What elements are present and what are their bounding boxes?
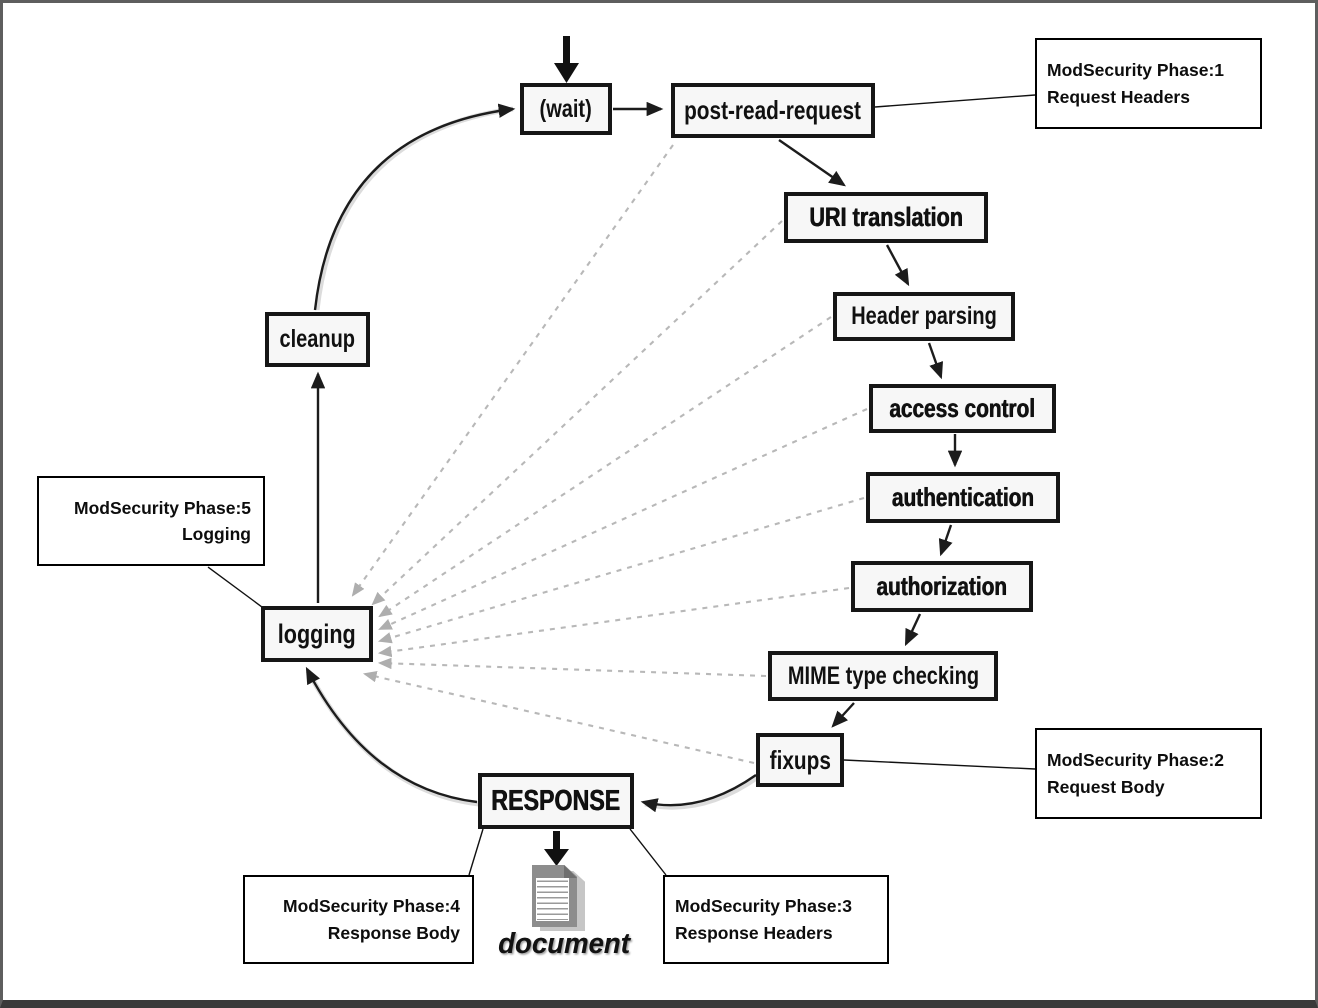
callout-phase-4-title: ModSecurity Phase:4 <box>283 896 460 917</box>
node-access-control: access control <box>869 384 1056 433</box>
node-authorization: authorization <box>851 561 1033 612</box>
node-authentication-label: authentication <box>891 482 1035 512</box>
node-logging: logging <box>261 606 373 662</box>
callout-phase-5-title: ModSecurity Phase:5 <box>74 497 251 518</box>
node-uri-translation-label: URI translation <box>809 202 963 232</box>
callout-phase-3-title: ModSecurity Phase:3 <box>675 896 852 917</box>
node-fixups: fixups <box>756 733 844 787</box>
callout-modsecurity-phase-4: ModSecurity Phase:4 Response Body <box>243 875 474 964</box>
node-post-read-request: post-read-request <box>671 83 875 138</box>
node-response-label: RESPONSE <box>491 784 621 817</box>
callout-phase-4-subtitle: Response Body <box>327 922 460 943</box>
node-header-parsing: Header parsing <box>833 292 1015 341</box>
callout-modsecurity-phase-5: ModSecurity Phase:5 Logging <box>37 476 265 566</box>
logging-dashed-arrows <box>351 144 868 765</box>
node-logging-label: logging <box>278 618 356 649</box>
node-authentication: authentication <box>866 472 1060 523</box>
curve-halos <box>305 106 760 810</box>
node-mime-type-checking-label: MIME type checking <box>787 661 979 690</box>
node-response: RESPONSE <box>478 773 634 829</box>
node-authorization-label: authorization <box>876 571 1008 601</box>
node-post-read-request-label: post-read-request <box>684 95 862 125</box>
document-text-lines <box>536 878 569 921</box>
node-wait-label: (wait) <box>539 94 593 123</box>
node-mime-type-checking: MIME type checking <box>768 651 998 701</box>
connector-lines-layer <box>207 36 1036 876</box>
node-fixups-label: fixups <box>769 744 831 775</box>
callout-modsecurity-phase-1: ModSecurity Phase:1 Request Headers <box>1035 38 1262 129</box>
node-uri-translation: URI translation <box>784 192 988 243</box>
flow-arrows <box>305 101 963 813</box>
callout-phase-1-title: ModSecurity Phase:1 <box>1047 60 1224 81</box>
response-to-document-arrow <box>544 831 569 866</box>
document-label: document <box>498 928 630 960</box>
node-cleanup: cleanup <box>265 312 370 367</box>
callout-phase-2-title: ModSecurity Phase:2 <box>1047 750 1224 771</box>
callout-connector-lines <box>207 94 1036 876</box>
callout-phase-3-subtitle: Response Headers <box>675 922 833 943</box>
node-wait: (wait) <box>520 83 612 135</box>
callout-phase-2-subtitle: Request Body <box>1047 776 1165 797</box>
node-header-parsing-label: Header parsing <box>851 302 997 330</box>
callout-phase-1-subtitle: Request Headers <box>1047 86 1190 107</box>
callout-phase-5-subtitle: Logging <box>181 524 251 544</box>
entry-arrow <box>554 36 579 83</box>
node-access-control-label: access control <box>889 393 1036 423</box>
node-cleanup-label: cleanup <box>279 325 356 353</box>
document-page-icon <box>532 865 577 927</box>
callout-modsecurity-phase-2: ModSecurity Phase:2 Request Body <box>1035 728 1262 819</box>
callout-modsecurity-phase-3: ModSecurity Phase:3 Response Headers <box>663 875 889 964</box>
